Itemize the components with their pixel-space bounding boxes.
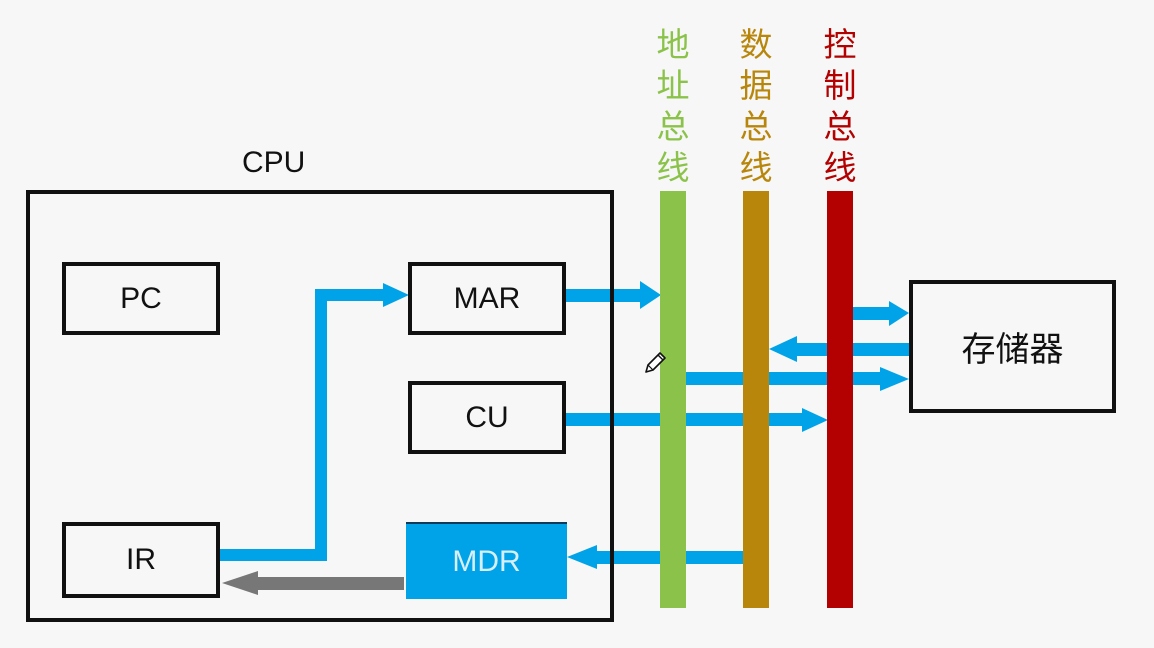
mdr-label: MDR — [452, 544, 521, 578]
memory-label: 存储器 — [961, 331, 1064, 369]
control-bus-char: 总 — [823, 107, 857, 146]
control-bus-char: 制 — [823, 66, 857, 105]
control-bus-char: 控 — [823, 25, 857, 64]
pencil-cursor-icon — [645, 352, 666, 373]
ir-label: IR — [126, 543, 156, 576]
control-bus-char: 线 — [823, 148, 857, 187]
cu-label: CU — [465, 400, 509, 434]
arrow-address-bus-to-memory — [686, 367, 909, 391]
arrow-ir-to-mar — [220, 283, 409, 561]
memory-box: 存储器 — [909, 280, 1116, 413]
arrow-mar-to-address-bus — [566, 281, 661, 309]
pc-register: PC — [62, 262, 220, 335]
mdr-register: MDR — [406, 522, 567, 599]
data-bus-char: 据 — [739, 66, 773, 105]
pc-label: PC — [120, 281, 162, 315]
address-bus-label: 地 址 总 线 — [653, 24, 693, 188]
cpu-label: CPU — [242, 146, 306, 179]
arrow-control-bus-to-memory — [853, 301, 909, 326]
data-bus-label: 数 据 总 线 — [736, 24, 776, 188]
address-bus-char: 址 — [656, 66, 690, 105]
arrow-mdr-to-ir — [222, 571, 404, 595]
data-bus-char: 数 — [739, 25, 773, 64]
data-bus — [743, 191, 769, 608]
ir-register: IR — [62, 522, 220, 598]
address-bus-char: 总 — [656, 107, 690, 146]
data-bus-char: 总 — [739, 107, 773, 146]
address-bus — [660, 191, 686, 608]
control-bus — [827, 191, 853, 608]
mar-label: MAR — [453, 281, 521, 315]
address-bus-char: 线 — [656, 148, 690, 187]
address-bus-char: 地 — [656, 25, 690, 64]
cu-register: CU — [408, 381, 566, 454]
control-bus-label: 控 制 总 线 — [820, 24, 860, 188]
cpu-frame — [26, 190, 614, 622]
mar-register: MAR — [408, 262, 566, 335]
data-bus-char: 线 — [739, 148, 773, 187]
